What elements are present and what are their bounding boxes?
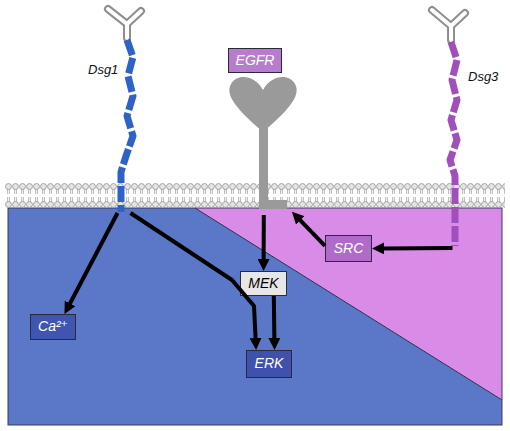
dsg3-protein <box>432 10 465 246</box>
erk-box: ERK <box>246 350 292 378</box>
dsg1-node: Dsg1 <box>85 5 150 213</box>
dsg1-region <box>8 208 502 425</box>
cell-outline <box>8 208 502 425</box>
egfr-node: EGFR <box>228 48 292 215</box>
node-label: SRC <box>334 241 364 256</box>
lipid-bilayer <box>5 183 505 208</box>
egfr-receptor <box>229 77 296 209</box>
dsg3-node: Dsg3 <box>430 5 505 248</box>
node-label: MEK <box>248 276 278 291</box>
signal-arrow <box>70 213 118 304</box>
dsg1-protein <box>108 9 141 212</box>
src-box: SRC <box>325 235 372 262</box>
signal-arrow <box>383 246 453 250</box>
mek-box: MEK <box>240 271 287 296</box>
signal-arrow <box>272 296 277 339</box>
node-label: ERK <box>255 356 284 371</box>
signal-arrow <box>300 220 325 246</box>
node-label: Ca²⁺ <box>38 319 68 334</box>
protein-label: Dsg3 <box>468 69 498 84</box>
receptor-tag: EGFR <box>228 48 282 73</box>
signal-arrow <box>131 213 256 339</box>
protein-label: Dsg1 <box>88 62 118 77</box>
calcium-box: Ca²⁺ <box>30 314 76 340</box>
signal-arrow <box>262 215 266 260</box>
